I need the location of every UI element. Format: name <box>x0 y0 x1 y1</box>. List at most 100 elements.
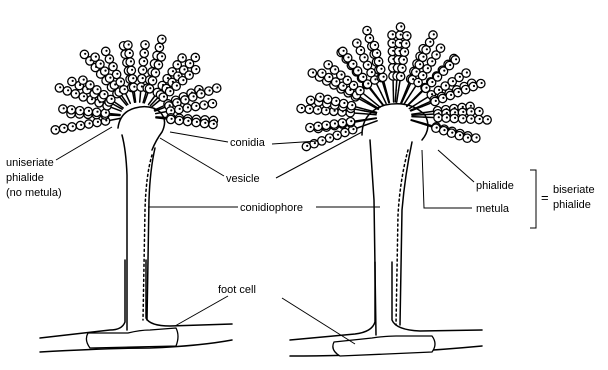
label-phialide: phialide <box>476 180 514 192</box>
right-conidium-dot <box>320 96 322 98</box>
left-conidium-dot <box>105 50 107 52</box>
left-conidium-dot <box>97 88 99 90</box>
left-conidium-dot <box>213 123 215 125</box>
right-conidium-dot <box>335 80 337 82</box>
right-conidium-dot <box>436 53 438 55</box>
right-conidium-dot <box>476 136 478 138</box>
left-conidium-dot <box>204 122 206 124</box>
right-conidium-dot <box>342 121 344 123</box>
right-conidium-dot <box>367 82 369 84</box>
right-conidium-dot <box>419 63 421 65</box>
left-conidium-dot <box>177 101 179 103</box>
right-conidium-dot <box>431 60 433 62</box>
left-conidium-dot <box>55 128 57 130</box>
left-conidium-dot <box>189 74 191 76</box>
right-conidium-dot <box>322 72 324 74</box>
left-conidium-dot <box>145 43 147 45</box>
right-conidium-dot <box>454 111 456 113</box>
left-conidium-dot <box>196 121 198 123</box>
right-conidium-dot <box>467 137 469 139</box>
left-conidium-dot <box>142 69 144 71</box>
leader-lines <box>56 127 536 344</box>
right-conidium-dot <box>454 117 456 119</box>
left-conidium-dot <box>132 77 134 79</box>
right-conidium-dot <box>431 93 433 95</box>
label-biseriate-1: biseriate <box>553 184 595 196</box>
right-conidium-dot <box>446 116 448 118</box>
left-conidium-dot <box>195 56 197 58</box>
right-conidium-dot <box>479 110 481 112</box>
right-conidium-dot <box>367 64 369 66</box>
left-conidia-head <box>51 35 221 134</box>
right-conidium-dot <box>309 108 311 110</box>
label-conidiophore: conidiophore <box>240 202 303 214</box>
left-conidium-dot <box>59 86 61 88</box>
left-conidium-dot <box>167 77 169 79</box>
label-metula: metula <box>476 203 510 215</box>
right-foot-cell-hypha <box>290 262 482 356</box>
left-conidium-dot <box>80 109 82 111</box>
right-conidium-dot <box>440 47 442 49</box>
right-conidium-dot <box>403 59 405 61</box>
right-conidium-dot <box>360 89 362 91</box>
left-conidium-dot <box>159 46 161 48</box>
right-conidium-dot <box>357 69 359 71</box>
right-conidium-dot <box>306 145 308 147</box>
right-conidium-dot <box>327 98 329 100</box>
right-conidium-dot <box>436 127 438 129</box>
label-conidia: conidia <box>230 137 266 149</box>
label-vesicle: vesicle <box>226 173 260 185</box>
label-foot-cell: foot cell <box>218 284 256 296</box>
left-conidium-dot <box>100 63 102 65</box>
left-conidium-dot <box>149 87 151 89</box>
left-conidium-dot <box>179 108 181 110</box>
left-conidium-dot <box>90 83 92 85</box>
right-phialide <box>399 81 400 90</box>
right-conidium-dot <box>425 87 427 89</box>
right-conidium-dot <box>451 132 453 134</box>
left-conidium-dot <box>171 118 173 120</box>
right-foot-cell <box>333 336 435 356</box>
left-conidium-dot <box>113 65 115 67</box>
left-conidium-dot <box>170 109 172 111</box>
right-conidium-dot <box>343 102 345 104</box>
right-conidium-dot <box>427 67 429 69</box>
right-conidium-dot <box>443 70 445 72</box>
left-conidium-dot <box>72 125 74 127</box>
left-conidium-dot <box>163 96 165 98</box>
right-conidium-dot <box>452 80 454 82</box>
label-uniseriate-1: uniseriate <box>6 157 54 169</box>
left-conidium-dot <box>161 55 163 57</box>
left-conidium-dot <box>104 93 106 95</box>
right-conidium-dot <box>374 78 376 80</box>
left-conidium-dot <box>178 75 180 77</box>
right-conidium-dot <box>462 117 464 119</box>
right-conidium-dot <box>449 64 451 66</box>
right-conidium-dot <box>438 89 440 91</box>
right-conidium-dot <box>342 85 344 87</box>
right-conidium-dot <box>378 60 380 62</box>
left-conidium-dot <box>187 120 189 122</box>
right-conidium-dot <box>481 82 483 84</box>
left-conidium-dot <box>177 63 179 65</box>
left-conidium-dot <box>155 71 157 73</box>
right-conidium-dot <box>450 94 452 96</box>
right-conidium-dot <box>322 139 324 141</box>
right-phialide <box>355 113 364 114</box>
right-conidium-dot <box>459 134 461 136</box>
left-conidium-dot <box>193 95 195 97</box>
right-conidia-head <box>297 23 491 151</box>
right-conidium-dot <box>459 76 461 78</box>
right-conidium-dot <box>443 129 445 131</box>
left-conidium-dot <box>71 108 73 110</box>
right-conidium-dot <box>341 74 343 76</box>
right-conidium-dot <box>429 41 431 43</box>
right-conidium-dot <box>362 76 364 78</box>
left-conidium-dot <box>104 70 106 72</box>
label-uniseriate-3: (no metula) <box>6 187 62 199</box>
right-conidium-dot <box>312 71 314 73</box>
right-metula <box>412 115 424 116</box>
left-conidium-dot <box>183 68 185 70</box>
